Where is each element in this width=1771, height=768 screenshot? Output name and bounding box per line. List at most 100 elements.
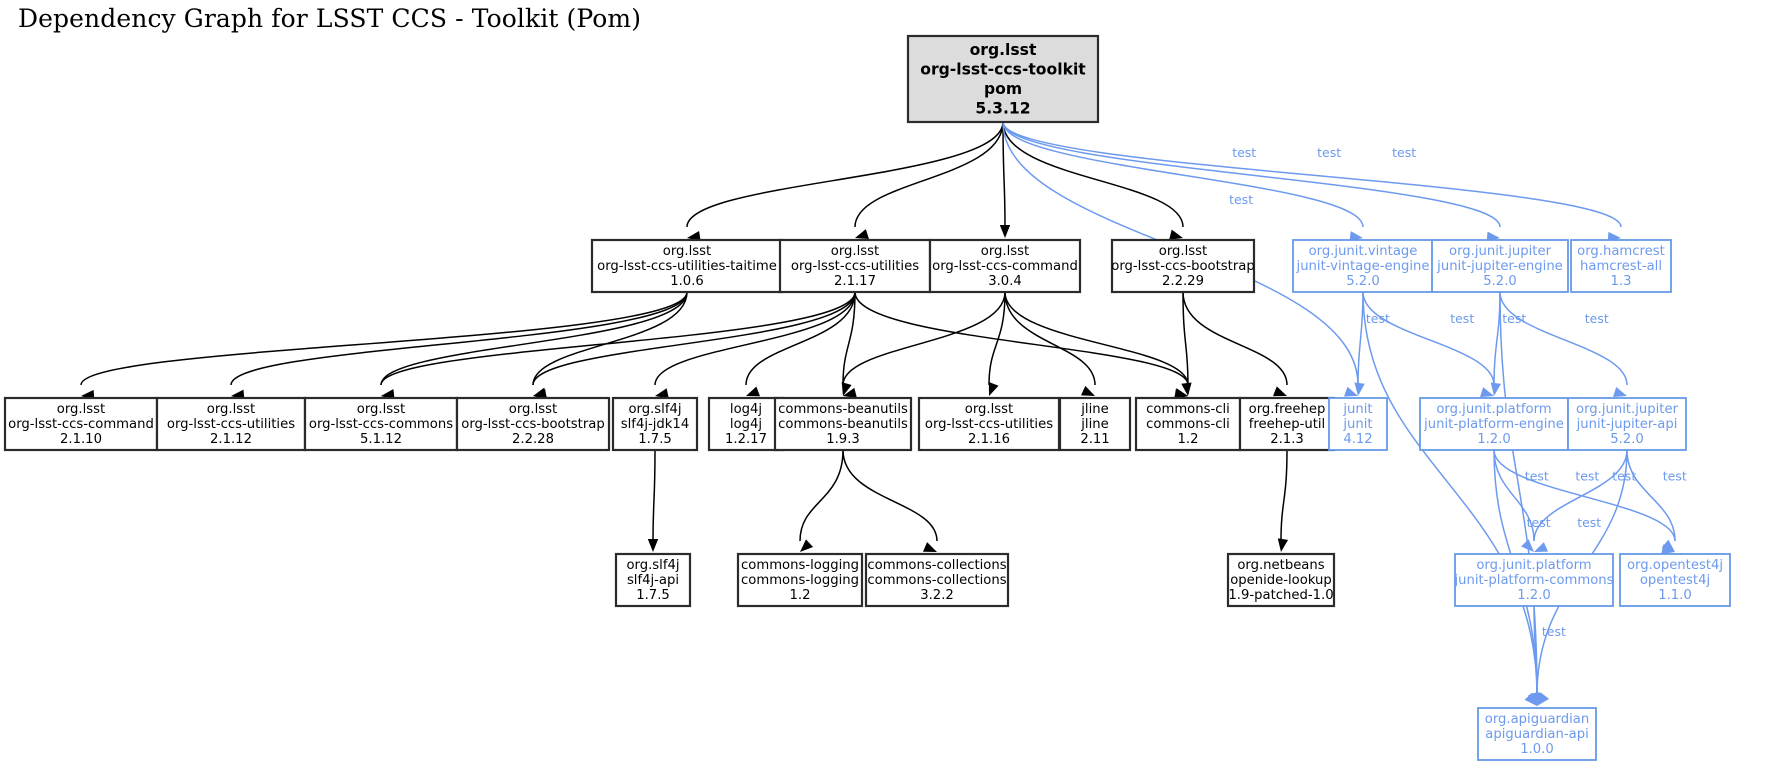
node-line: org.lsst (509, 402, 557, 417)
node-box (1058, 396, 1132, 452)
graph-node-utilities-taitime[interactable]: org.lsstorg-lsst-ccs-utilities-taitime1.… (590, 238, 784, 294)
node-line: pom (984, 80, 1022, 98)
edge-arrowhead (999, 225, 1011, 238)
node-line: org.lsst (970, 41, 1037, 59)
node-line: jline (1080, 417, 1108, 432)
node-line: org.apiguardian (1485, 712, 1589, 727)
node-box (590, 238, 784, 294)
node-box (906, 34, 1100, 124)
node-line: slf4j-api (627, 573, 679, 588)
node-line: org.junit.platform (1436, 402, 1551, 417)
node-line: org-lsst-ccs-commons (309, 417, 453, 432)
node-box (917, 396, 1061, 452)
node-line: junit-jupiter-engine (1436, 259, 1563, 274)
graph-node-commons-collections[interactable]: commons-collectionscommons-collections3.… (864, 552, 1010, 608)
edge-arrowhead (855, 229, 869, 240)
graph-edge-root-to-command-304 (1002, 121, 1006, 228)
node-line: 1.9-patched-1.0 (1228, 588, 1333, 603)
node-line: junit-platform-commons (1453, 573, 1613, 588)
node-line: commons-cli (1146, 417, 1230, 432)
node-box (3, 396, 159, 452)
edge-arrowhead (1661, 539, 1675, 552)
node-box (155, 396, 307, 452)
node-line: 2.1.16 (968, 432, 1010, 447)
node-line: org.junit.platform (1476, 558, 1591, 573)
graph-edge-root-to-hamcrest-all (1002, 121, 1622, 228)
graph-node-junit-jupiter-engine[interactable]: org.junit.jupiterjunit-jupiter-engine5.2… (1431, 239, 1569, 293)
node-line: junit-jupiter-api (1576, 417, 1678, 432)
node-box (1110, 238, 1256, 294)
node-line: commons-logging (741, 573, 859, 588)
graph-edge-utilities-2117-to-commons-beanutils (842, 291, 856, 386)
graph-edge-junit-vintage-engine-to-apiguardian-api (1362, 291, 1538, 696)
node-line: 5.2.0 (1346, 274, 1380, 289)
graph-node-junit-platform-engine[interactable]: org.junit.platformjunit-platform-engine1… (1419, 397, 1569, 451)
edge-label: test (1612, 469, 1636, 484)
graph-edge-root-to-utilities-2117 (854, 121, 1004, 228)
graph-node-junit-platform-commons[interactable]: org.junit.platformjunit-platform-commons… (1453, 553, 1614, 607)
node-line: 1.0.0 (1520, 742, 1554, 757)
graph-edge-utilities-2117-to-slf4j-jdk14 (654, 291, 856, 386)
edge-label: test (1232, 145, 1256, 160)
graph-edge-junit-jupiter-engine-to-apiguardian-api (1499, 291, 1538, 696)
edge-arrowhead (1480, 387, 1494, 398)
node-box (773, 396, 913, 452)
node-line: org-lsst-ccs-utilities-taitime (597, 259, 777, 274)
graph-edge-junit-jupiter-engine-to-junit-platform-engine (1493, 291, 1501, 386)
node-line: org-lsst-ccs-toolkit (920, 61, 1086, 79)
edge-arrowhead (1524, 692, 1537, 706)
node-line: commons-collections (867, 558, 1006, 573)
edge-arrowhead (1081, 385, 1095, 396)
edge-arrowhead (1169, 229, 1183, 240)
edge-arrowhead (1349, 231, 1363, 242)
node-line: jline (1080, 402, 1108, 417)
node-box (736, 552, 864, 608)
node-line: 1.0.6 (670, 274, 704, 289)
edge-arrowhead (841, 382, 852, 396)
node-line: org-lsst-ccs-bootstrap (1111, 259, 1254, 274)
graph-node-junit-vintage-engine[interactable]: org.junit.vintagejunit-vintage-engine5.2… (1292, 239, 1434, 293)
edge-label: test (1585, 311, 1609, 326)
edge-arrowhead (1344, 386, 1358, 397)
node-line: 1.7.5 (636, 588, 670, 603)
node-box (1419, 397, 1569, 451)
node-line: org.hamcrest (1577, 244, 1665, 259)
edge-arrowhead (800, 539, 814, 552)
edge-arrowhead (655, 388, 669, 399)
node-layer: org.lsstorg-lsst-ccs-toolkitpom5.3.12org… (3, 34, 1731, 761)
graph-edge-slf4j-jdk14-to-slf4j-api (652, 449, 656, 542)
edge-label: test (1577, 515, 1601, 530)
node-line: 5.3.12 (975, 100, 1030, 118)
edge-label: test (1527, 515, 1551, 530)
node-line: 5.2.0 (1483, 274, 1517, 289)
node-box (1477, 707, 1597, 761)
node-line: 1.9.3 (826, 432, 860, 447)
node-box (455, 396, 611, 452)
edge-arrowhead (1354, 382, 1365, 396)
node-box (864, 552, 1010, 608)
node-line: 2.1.17 (834, 274, 876, 289)
graph-node-openide-lookup[interactable]: org.netbeansopenide-lookup1.9-patched-1.… (1226, 552, 1336, 608)
